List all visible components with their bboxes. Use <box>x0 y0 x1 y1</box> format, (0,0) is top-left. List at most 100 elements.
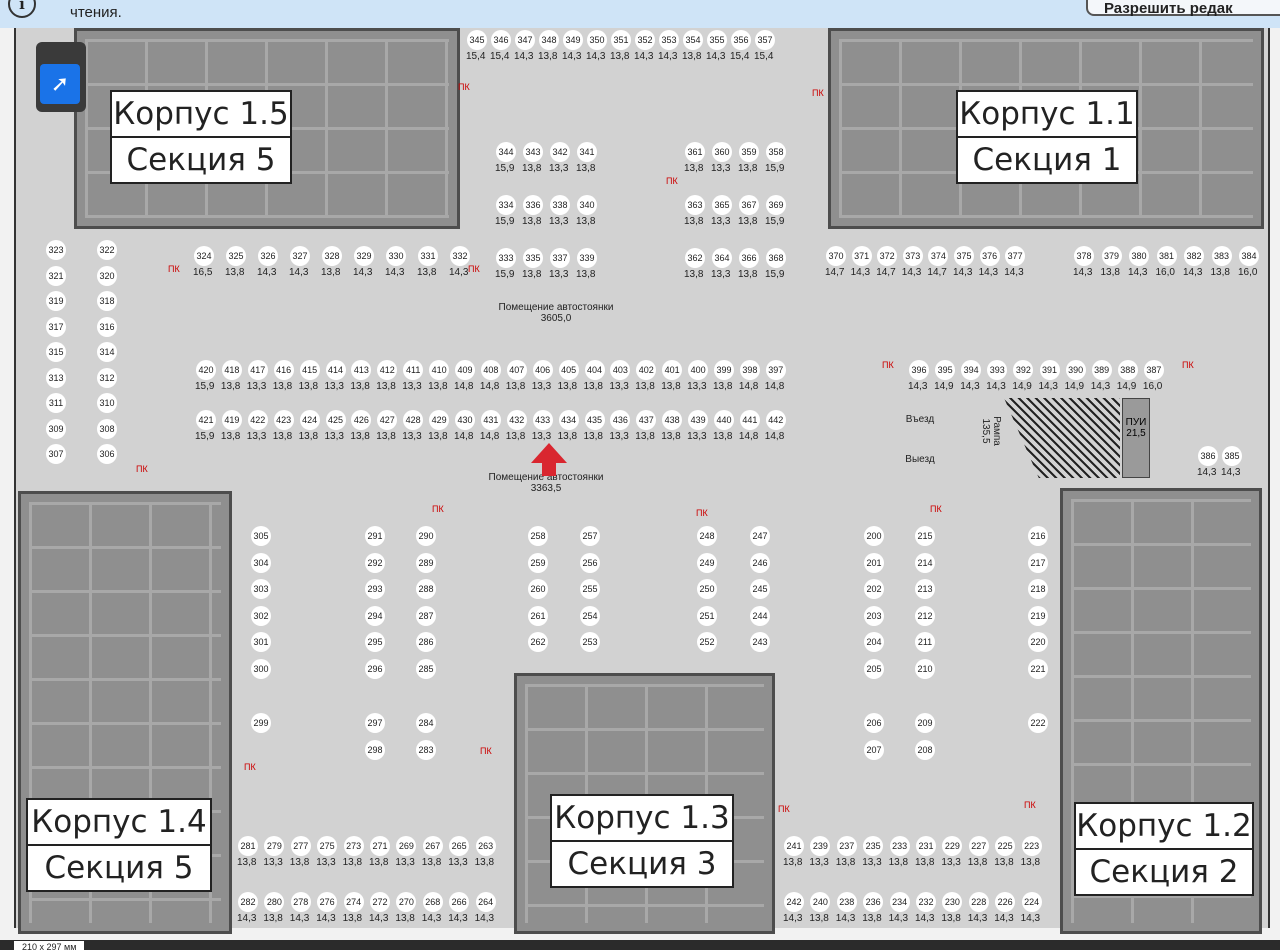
parking-spot-area: 13,3 <box>711 163 731 174</box>
parking-spot-number: 440 <box>714 410 734 430</box>
parking-spot-number: 439 <box>688 410 709 430</box>
parking-spot-area: 14,3 <box>888 913 909 924</box>
parking-spot-area: 14,3 <box>634 51 654 62</box>
parking-spot-number: 352 <box>635 30 655 50</box>
parking-spot-area: 13,8 <box>342 913 363 924</box>
ramp-hatched-area <box>1004 398 1120 478</box>
parking-spot-area: 13,8 <box>661 381 681 392</box>
parking-spot-area: 13,8 <box>576 269 596 280</box>
parking-spot-area: 13,8 <box>862 913 882 924</box>
parking-spot-number: 339 <box>577 248 597 268</box>
parking-spot-area: 14,3 <box>783 913 803 924</box>
pointer-arrow-icon: ➚ <box>50 71 70 96</box>
parking-spot-number: 220 <box>1028 632 1048 652</box>
parking-spot-number: 316 <box>97 316 117 337</box>
parking-spot-number: 389 <box>1091 360 1112 380</box>
parking-spot-number: 401 <box>662 360 683 380</box>
parking-spot-number: 348 <box>539 30 559 50</box>
parking-spot-number: 244 <box>750 605 770 626</box>
parking-spot-number: 241 <box>784 836 804 856</box>
parking-spot-number: 365 <box>712 195 732 215</box>
parking-spot-number: 398 <box>739 360 760 380</box>
pk-marker: ПК <box>1182 360 1194 370</box>
parking-spot-number: 231 <box>916 836 936 856</box>
parking-spot-number: 252 <box>697 632 717 652</box>
parking-spot-number: 260 <box>528 579 548 599</box>
parking-spot-number: 283 <box>416 739 436 760</box>
parking-spot-area: 13,3 <box>549 163 569 174</box>
parking-spot-number: 272 <box>370 892 390 912</box>
parking-spot-number: 211 <box>915 632 935 652</box>
parking-spot-number: 324 <box>194 246 214 266</box>
parking-spot-number: 388 <box>1117 360 1138 380</box>
parking-spot-area: 14,3 <box>1183 267 1203 278</box>
parking-spot-area: 13,3 <box>531 431 552 442</box>
parking-spot-number: 344 <box>496 142 516 162</box>
parking-spot-number: 215 <box>915 526 935 546</box>
parking-spot-number: 377 <box>1005 246 1026 266</box>
parking-spot-area: 13,8 <box>738 163 758 174</box>
parking-spot-number: 315 <box>46 342 66 362</box>
parking-spot-number: 334 <box>496 195 516 215</box>
parking-spot-number: 346 <box>491 30 511 50</box>
parking-spot-number: 354 <box>683 30 703 50</box>
parking-spot-number: 360 <box>712 142 732 162</box>
parking-spot-number: 251 <box>697 605 717 626</box>
parking-spot-number: 281 <box>238 836 258 856</box>
parking-spot-number: 228 <box>968 892 989 912</box>
parking-spot-area: 13,8 <box>1100 267 1120 278</box>
parking-spot-number: 414 <box>325 360 346 380</box>
parking-spot-number: 247 <box>750 526 770 546</box>
parking-spot-area: 13,8 <box>298 381 319 392</box>
parking-spot-number: 233 <box>889 836 910 856</box>
parking-spot-area: 15,9 <box>495 269 515 280</box>
parking-spot-number: 224 <box>1021 892 1042 912</box>
parking-spot-number: 286 <box>416 632 436 652</box>
parking-spot-number: 310 <box>97 393 117 413</box>
parking-spot-area: 13,8 <box>576 163 596 174</box>
parking-spot-area: 14,3 <box>1221 467 1241 478</box>
parking-spot-number: 246 <box>750 552 770 573</box>
parking-spot-number: 203 <box>864 605 884 626</box>
parking-spot-number: 369 <box>766 195 786 215</box>
parking-spot-area: 14,3 <box>901 267 922 278</box>
parking-spot-number: 317 <box>46 316 66 337</box>
parking-spot-number: 217 <box>1028 552 1048 573</box>
parking-spot-number: 305 <box>251 526 271 546</box>
pk-marker: ПК <box>168 264 180 274</box>
parking-spot-area: 13,8 <box>713 381 733 392</box>
parking-spot-area: 13,8 <box>428 431 448 442</box>
parking-spot-number: 409 <box>455 360 475 380</box>
parking-spot-number: 384 <box>1239 246 1259 266</box>
parking-spot-number: 297 <box>365 713 385 733</box>
parking-spot-area: 13,8 <box>635 381 655 392</box>
parking-spot-number: 275 <box>317 836 338 856</box>
parking-spot-number: 321 <box>46 265 66 286</box>
parking-spot-area: 14,3 <box>369 913 389 924</box>
parking-spot-area: 14,3 <box>994 913 1014 924</box>
parking-spot-number: 200 <box>864 526 884 546</box>
parking-spot-number: 201 <box>864 552 884 573</box>
parking-spot-number: 282 <box>238 892 258 912</box>
parking-spot-area: 13,8 <box>635 431 655 442</box>
enable-editing-button[interactable]: Разрешить редак <box>1086 0 1280 17</box>
parking-spot-number: 356 <box>731 30 751 50</box>
parking-spot-area: 13,3 <box>687 381 707 392</box>
parking-spot-number: 374 <box>928 246 949 266</box>
parking-spot-number: 415 <box>299 360 320 380</box>
parking-spot-number: 271 <box>370 836 390 856</box>
parking-spot-number: 421 <box>196 410 216 430</box>
parking-spot-number: 326 <box>258 246 278 266</box>
parking-spot-area: 13,8 <box>994 857 1014 868</box>
pk-marker: ПК <box>778 804 790 814</box>
parking-spot-area: 14,8 <box>454 381 474 392</box>
parking-spot-number: 288 <box>416 579 436 599</box>
parking-spot-area: 14,8 <box>738 431 759 442</box>
parking-spot-number: 416 <box>273 360 294 380</box>
parking-spot-number: 238 <box>836 892 857 912</box>
select-tool-button[interactable]: ➚ <box>40 64 80 104</box>
parking-spot-area: 13,3 <box>324 431 344 442</box>
parking-spot-number: 311 <box>46 393 66 413</box>
